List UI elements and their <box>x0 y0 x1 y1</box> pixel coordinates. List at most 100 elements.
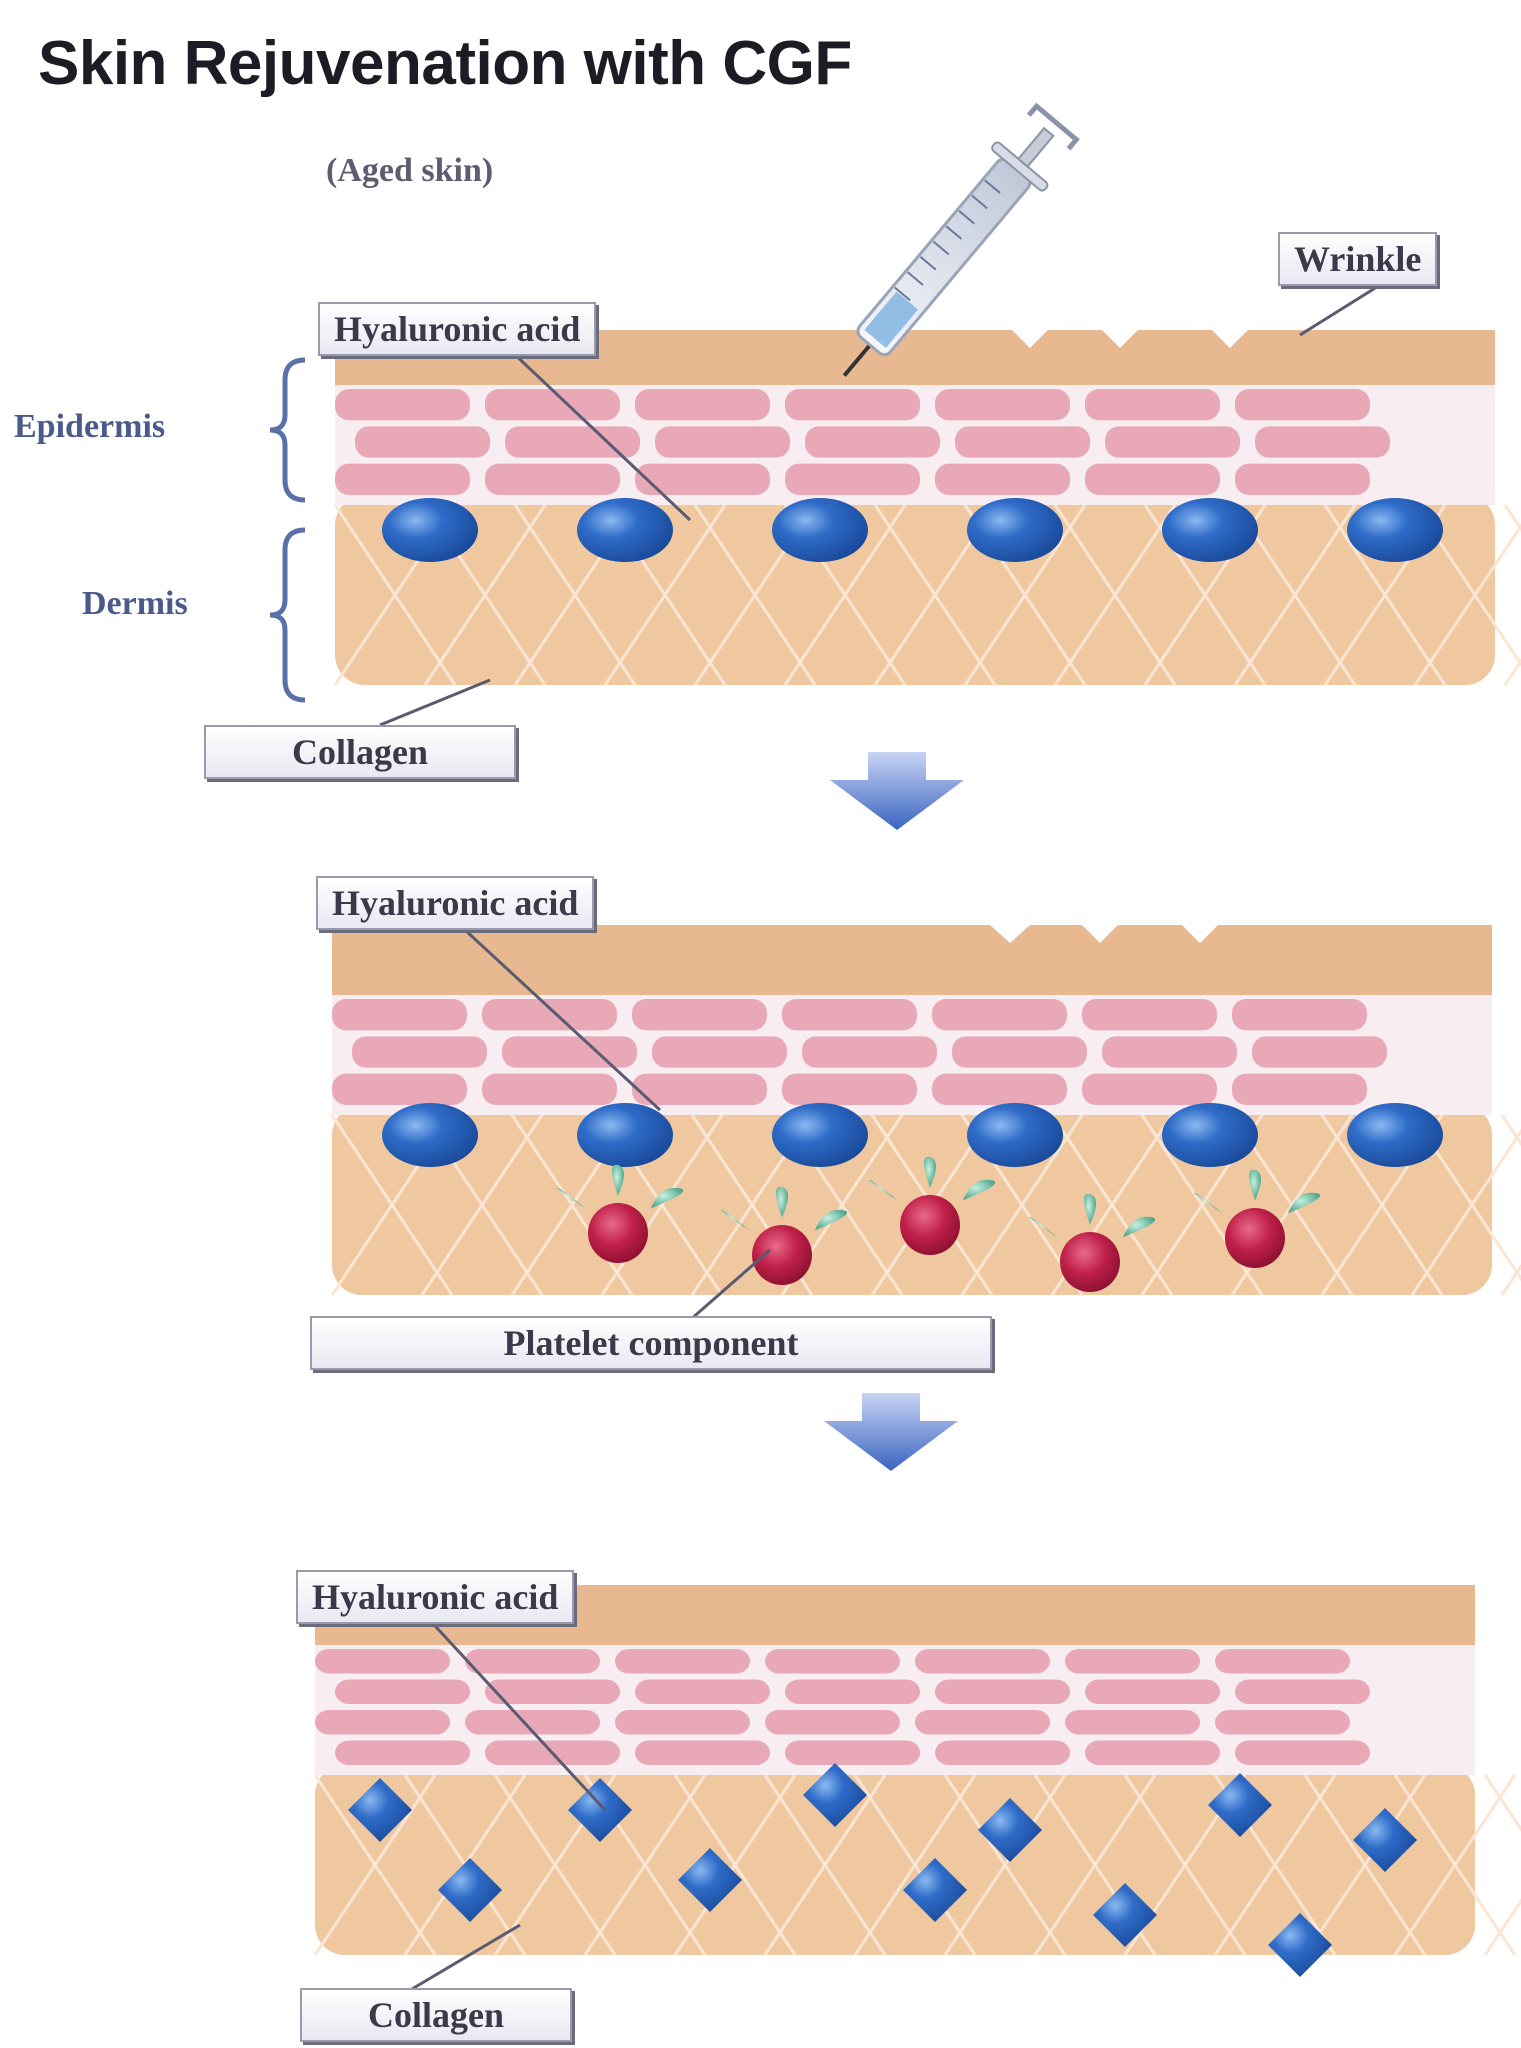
growth-factor-droplet <box>963 1179 996 1201</box>
epidermis-cell <box>785 1740 920 1765</box>
epidermis-cell <box>1215 1710 1350 1735</box>
epidermis-cell <box>932 1073 1067 1105</box>
epidermis-cell <box>805 426 940 458</box>
epidermis-cell <box>632 999 767 1031</box>
hyaluronic-acid-molecule <box>568 1778 632 1842</box>
growth-factor-droplet <box>1123 1216 1156 1238</box>
epidermis-cell <box>485 1679 620 1704</box>
hyaluronic-acid-molecule <box>1208 1773 1272 1837</box>
hyaluronic-acid-molecule <box>348 1778 412 1842</box>
hyaluronic-acid-blob <box>772 498 868 562</box>
epidermis-cell <box>1085 1740 1220 1765</box>
growth-factor-droplet <box>1194 1192 1222 1214</box>
growth-factor-droplet <box>815 1209 848 1231</box>
hyaluronic-acid-blob <box>382 498 478 562</box>
collagen-label: Collagen <box>300 1988 572 2042</box>
epidermis-cell <box>335 1740 470 1765</box>
hyaluronic-acid-blob <box>1162 498 1258 562</box>
epidermis-cell <box>335 463 470 495</box>
growth-factor-droplet <box>1029 1216 1057 1238</box>
stratum-corneum-layer <box>335 330 1495 385</box>
hyaluronic-acid-molecule <box>803 1763 867 1827</box>
epidermis-cell <box>505 426 640 458</box>
epidermis-cell <box>1255 426 1390 458</box>
hyaluronic-acid-blob <box>1347 1103 1443 1167</box>
hyaluronic-acid-label: Hyaluronic acid <box>296 1570 575 1624</box>
epidermis-cell <box>915 1710 1050 1735</box>
hyaluronic-acid-blob <box>772 1103 868 1167</box>
down-arrow-icon <box>824 1393 958 1471</box>
epidermis-cell <box>915 1649 1050 1674</box>
growth-factor-droplet <box>721 1209 749 1231</box>
panel-rejuvenated-skin <box>313 1585 1521 1977</box>
hyaluronic-acid-molecule <box>1093 1883 1157 1947</box>
epidermis-cell <box>615 1649 750 1674</box>
epidermis-cell <box>332 999 467 1031</box>
epidermis-cell <box>482 1073 617 1105</box>
hyaluronic-acid-molecule <box>1353 1808 1417 1872</box>
epidermis-cell <box>465 1649 600 1674</box>
page-title: Skin Rejuvenation with CGF <box>38 29 852 98</box>
hyaluronic-acid-molecule <box>678 1848 742 1912</box>
collagen-label: Collagen <box>204 725 516 779</box>
epidermis-cell <box>1085 1679 1220 1704</box>
growth-factor-droplet <box>1249 1169 1261 1201</box>
epidermis-cell <box>482 999 617 1031</box>
epidermis-cell <box>765 1649 900 1674</box>
epidermis-cell <box>785 389 920 421</box>
epidermis-cell <box>935 389 1070 421</box>
panel-aged-skin <box>333 330 1521 686</box>
epidermis-cell <box>655 426 790 458</box>
epidermis-cell <box>355 426 490 458</box>
epidermis-cell <box>315 1649 450 1674</box>
epidermis-cell <box>785 1679 920 1704</box>
platelet-component-label: Platelet component <box>310 1316 992 1370</box>
epidermis-cell <box>465 1710 600 1735</box>
platelet-cell <box>1225 1208 1285 1268</box>
growth-factor-droplet <box>1084 1193 1096 1225</box>
dermis-brace-icon <box>269 527 306 703</box>
stratum-corneum-layer <box>315 1585 1475 1645</box>
epidermis-cell <box>632 1073 767 1105</box>
stratum-corneum-layer <box>332 925 1492 995</box>
epidermis-cell <box>502 1036 637 1068</box>
epidermis-cell <box>335 1679 470 1704</box>
epidermis-cell <box>802 1036 937 1068</box>
panel-subtitle: (Aged skin) <box>326 152 494 189</box>
epidermis-label: Epidermis <box>14 408 166 445</box>
epidermis-cell <box>935 1740 1070 1765</box>
epidermis-cell <box>1082 999 1217 1031</box>
hyaluronic-acid-label: Hyaluronic acid <box>316 876 595 930</box>
epidermis-cell <box>1102 1036 1237 1068</box>
epidermis-cell <box>652 1036 787 1068</box>
epidermis-cell <box>485 389 620 421</box>
dermis-layer <box>332 1105 1492 1295</box>
epidermis-cell <box>635 463 770 495</box>
epidermis-cell <box>955 426 1090 458</box>
hyaluronic-acid-blob <box>1162 1103 1258 1167</box>
growth-factor-droplet <box>1288 1192 1321 1214</box>
hyaluronic-acid-blob <box>1347 498 1443 562</box>
epidermis-cell <box>1235 1740 1370 1765</box>
platelet-cell <box>900 1195 960 1255</box>
epidermis-cell <box>615 1710 750 1735</box>
platelet-cell <box>752 1225 812 1285</box>
epidermis-cell <box>1085 463 1220 495</box>
hyaluronic-acid-blob <box>967 498 1063 562</box>
hyaluronic-acid-molecule <box>903 1858 967 1922</box>
growth-factor-droplet <box>869 1179 897 1201</box>
growth-factor-droplet <box>557 1187 585 1209</box>
epidermis-cell <box>935 463 1070 495</box>
epidermis-cell <box>335 389 470 421</box>
epidermis-cell <box>485 463 620 495</box>
epidermis-cell <box>1085 389 1220 421</box>
epidermis-cell <box>635 1679 770 1704</box>
hyaluronic-acid-blob <box>577 498 673 562</box>
epidermis-cell <box>1215 1649 1350 1674</box>
epidermis-cell <box>765 1710 900 1735</box>
growth-factor-droplet <box>776 1186 788 1218</box>
epidermis-cell <box>1235 1679 1370 1704</box>
epidermis-cell <box>352 1036 487 1068</box>
down-arrow-icon <box>830 752 964 830</box>
